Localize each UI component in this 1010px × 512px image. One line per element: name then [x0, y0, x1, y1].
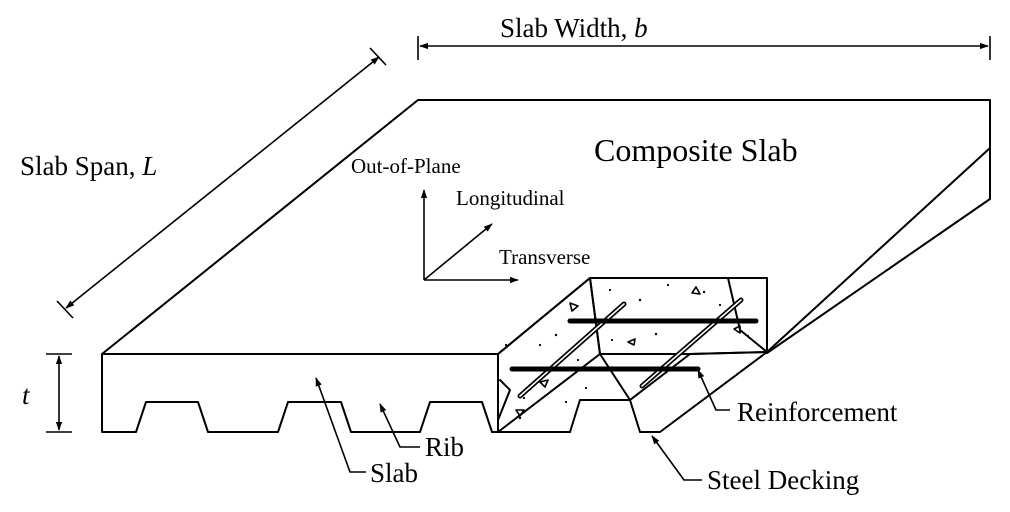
leader-rib	[379, 403, 420, 448]
decking-top-edge	[689, 351, 768, 355]
steel-decking-label: Steel Decking	[707, 465, 859, 495]
cut-section-face	[497, 277, 601, 433]
decking-rib-back	[599, 353, 691, 401]
reinforcement-label: Reinforcement	[737, 397, 898, 427]
dimension-thickness	[46, 353, 72, 433]
composite-slab-label: Composite Slab	[594, 132, 798, 168]
slab-top-face	[101, 99, 991, 355]
slab-width-label: Slab Width, b	[500, 13, 648, 43]
slab-right-face	[766, 147, 991, 354]
longitudinal-label: Longitudinal	[456, 186, 565, 210]
rib-label: Rib	[425, 432, 464, 462]
out-of-plane-label: Out-of-Plane	[351, 154, 461, 178]
leader-lines	[315, 369, 730, 481]
transverse-label: Transverse	[499, 245, 590, 269]
decking-rib-front	[497, 379, 511, 433]
reinforcement-bars	[509, 297, 759, 399]
dimension-slab-width	[417, 36, 991, 60]
cut-inner-slope	[727, 277, 768, 353]
thickness-label: t	[22, 380, 31, 410]
leader-steel-decking	[651, 435, 702, 481]
cutaway-section	[491, 277, 768, 433]
leader-reinforcement	[697, 369, 730, 411]
axis-triad	[420, 189, 519, 284]
decking-bottom-edge	[639, 351, 768, 433]
axis-longitudinal	[423, 223, 493, 281]
slab-label: Slab	[370, 458, 418, 488]
slab-span-label: Slab Span, L	[20, 151, 157, 181]
dimension-slab-span	[56, 47, 387, 319]
decking-rib-mid	[569, 399, 641, 433]
leader-slab	[315, 377, 366, 473]
slab-front-face	[101, 353, 499, 433]
